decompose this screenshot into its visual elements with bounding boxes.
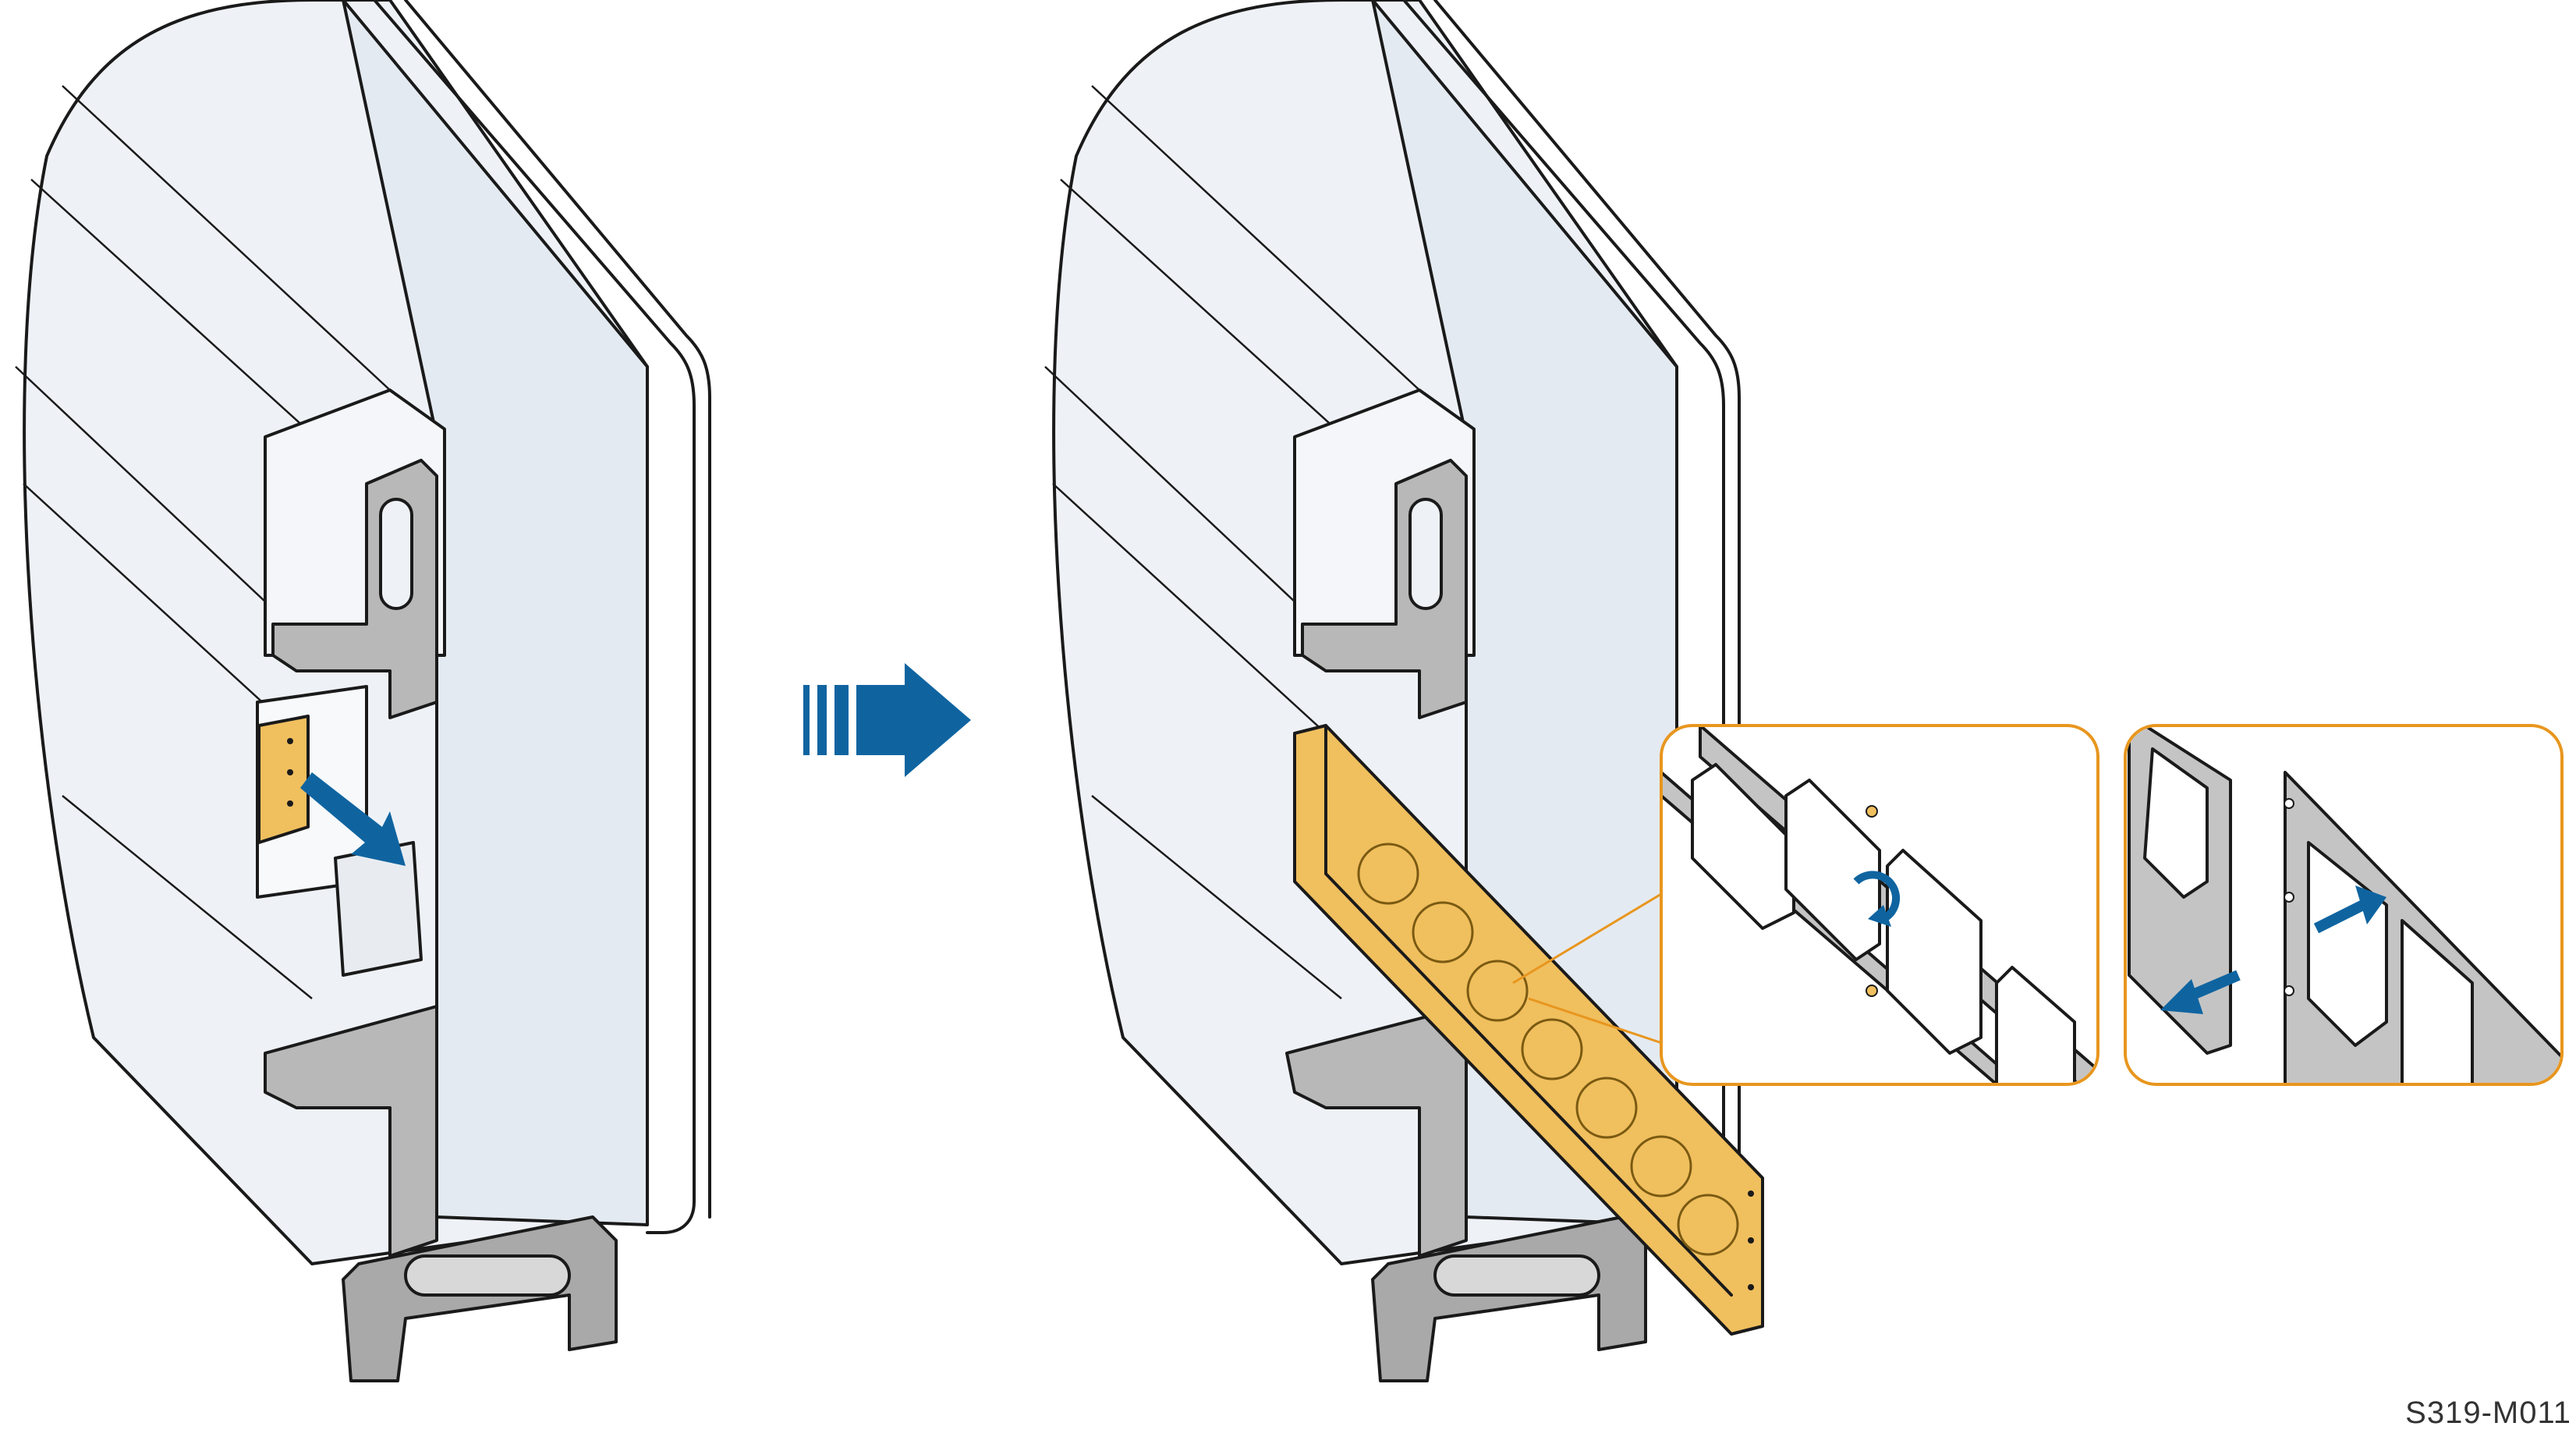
front-frame-rim — [373, 0, 696, 1234]
fan-units — [1357, 843, 1739, 1256]
front-frame-rim-outer — [404, 0, 711, 1219]
separate-tray-detail — [2124, 724, 2564, 1086]
drawing-code: S319-M011 — [2405, 1396, 2571, 1430]
device-front-face-right — [1371, 0, 1678, 1226]
maintenance-cover-plate — [257, 715, 310, 844]
lower-mounting-bracket — [264, 1005, 438, 1258]
rotate-arrow — [1853, 871, 1901, 924]
double-arrow — [2160, 885, 2386, 1014]
device-front-face — [342, 0, 649, 1226]
terminal-block — [334, 841, 423, 977]
right-arrow — [803, 663, 971, 777]
diagonal-arrow — [300, 772, 406, 866]
loosen-screws-detail — [1660, 724, 2099, 1086]
device-after — [1044, 0, 1764, 1382]
device-before — [15, 0, 711, 1382]
